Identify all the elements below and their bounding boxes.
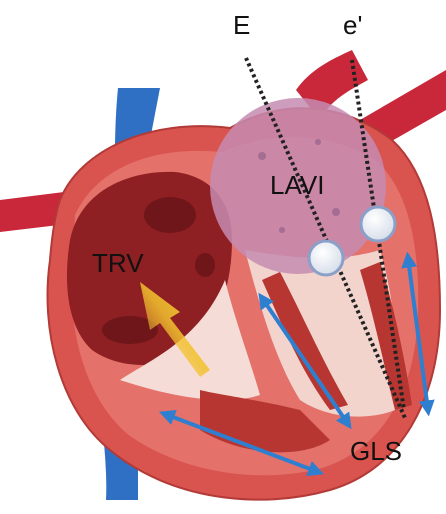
label-e: E <box>233 10 250 40</box>
chamber-shadow-1 <box>144 197 196 233</box>
chamber-shadow-2 <box>195 253 215 277</box>
label-gls: GLS <box>350 436 402 466</box>
valve-circle-1 <box>309 241 343 275</box>
la-texture-1 <box>258 152 266 160</box>
valve-circle-2 <box>361 207 395 241</box>
label-trv: TRV <box>92 248 144 278</box>
la-texture-3 <box>279 227 285 233</box>
la-texture-2 <box>315 139 321 145</box>
label-lavi: LAVI <box>270 170 324 200</box>
label-e-prime: e' <box>343 10 362 40</box>
la-texture-4 <box>332 208 340 216</box>
